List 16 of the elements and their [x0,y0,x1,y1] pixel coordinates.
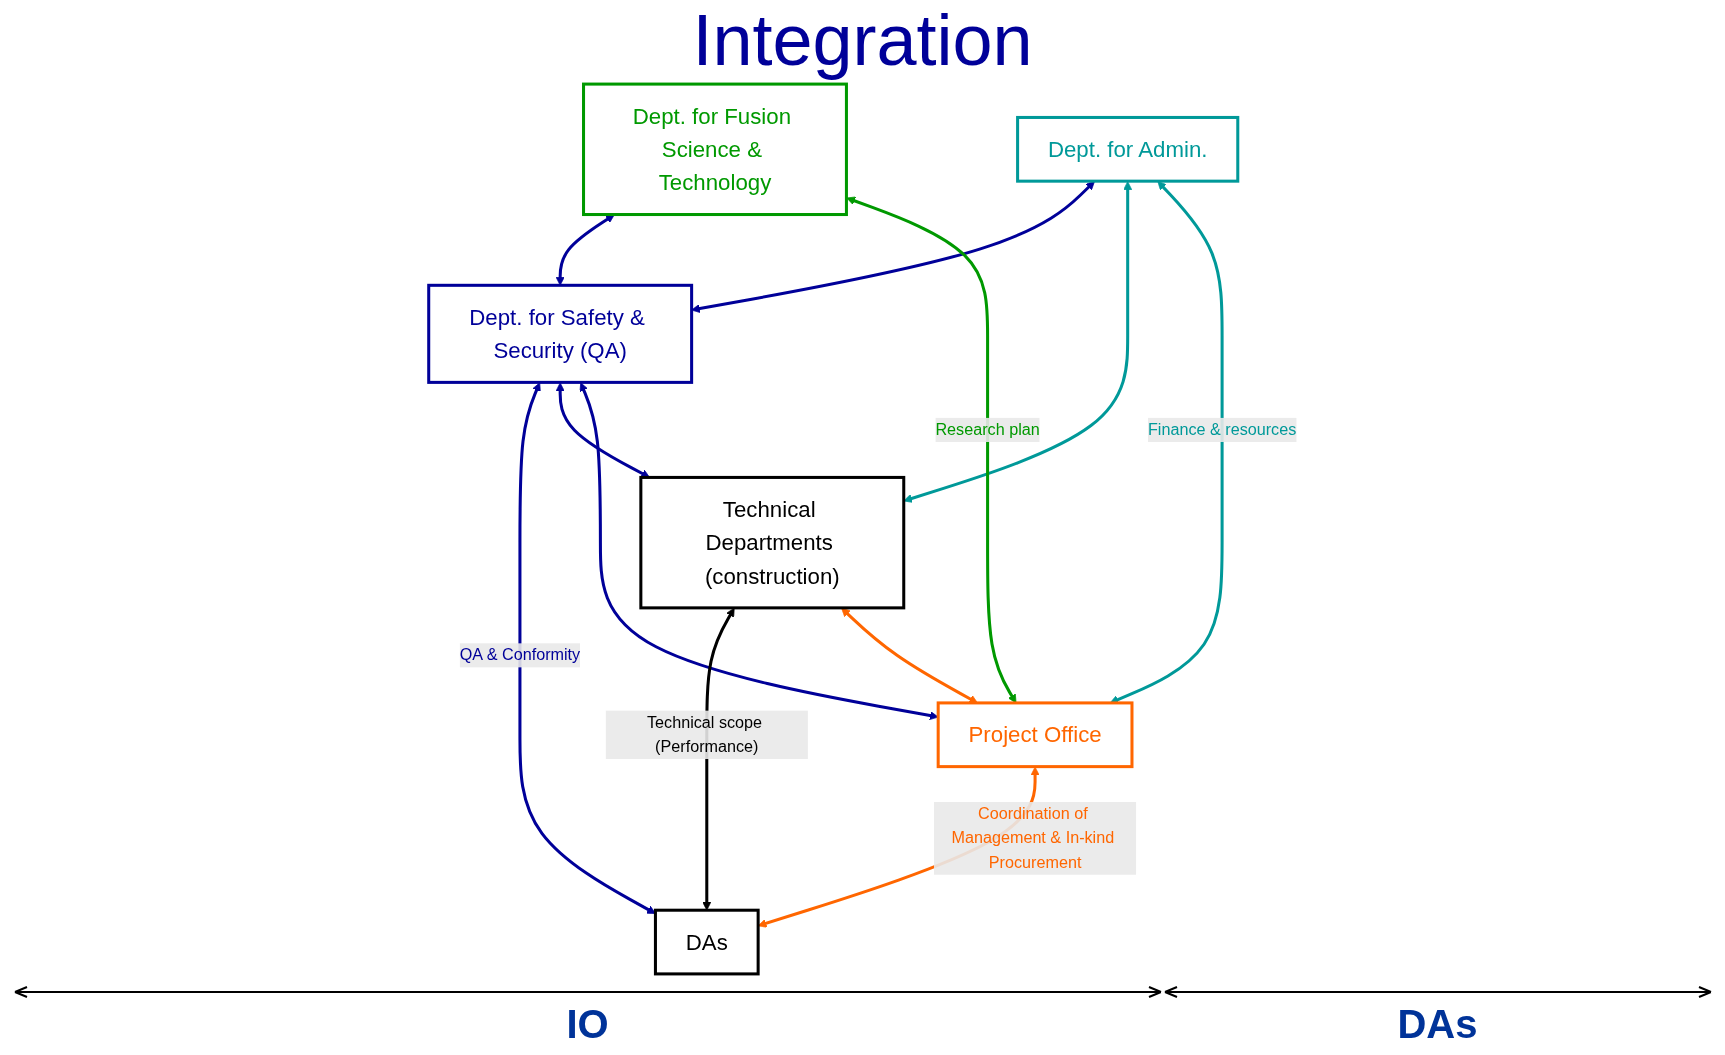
edge-label: Research plan [935,420,1040,438]
scope-label: IO [566,1002,609,1047]
edge-label: Coordination of Management & In-kind Procurement [951,805,1115,871]
scope-label: DAs [1397,1002,1478,1047]
arrow [518,382,656,914]
arrow [555,214,615,286]
arrow [555,382,650,478]
node-box: Project Office [936,701,1134,769]
node-box: Dept. for Safety & Security (QA) [427,283,694,384]
edge-label: QA & Conformity [459,646,581,664]
node-box: Dept. for Admin. [1016,115,1240,183]
edge-label: Finance & resources [1147,420,1297,438]
node-box: Technical Departments (construction) [639,475,906,610]
node-box: Dept. for Fusion Science & Technology [582,82,848,217]
node-box: DAs [653,908,760,976]
edge-label: Technical scope (Performance) [646,713,763,755]
